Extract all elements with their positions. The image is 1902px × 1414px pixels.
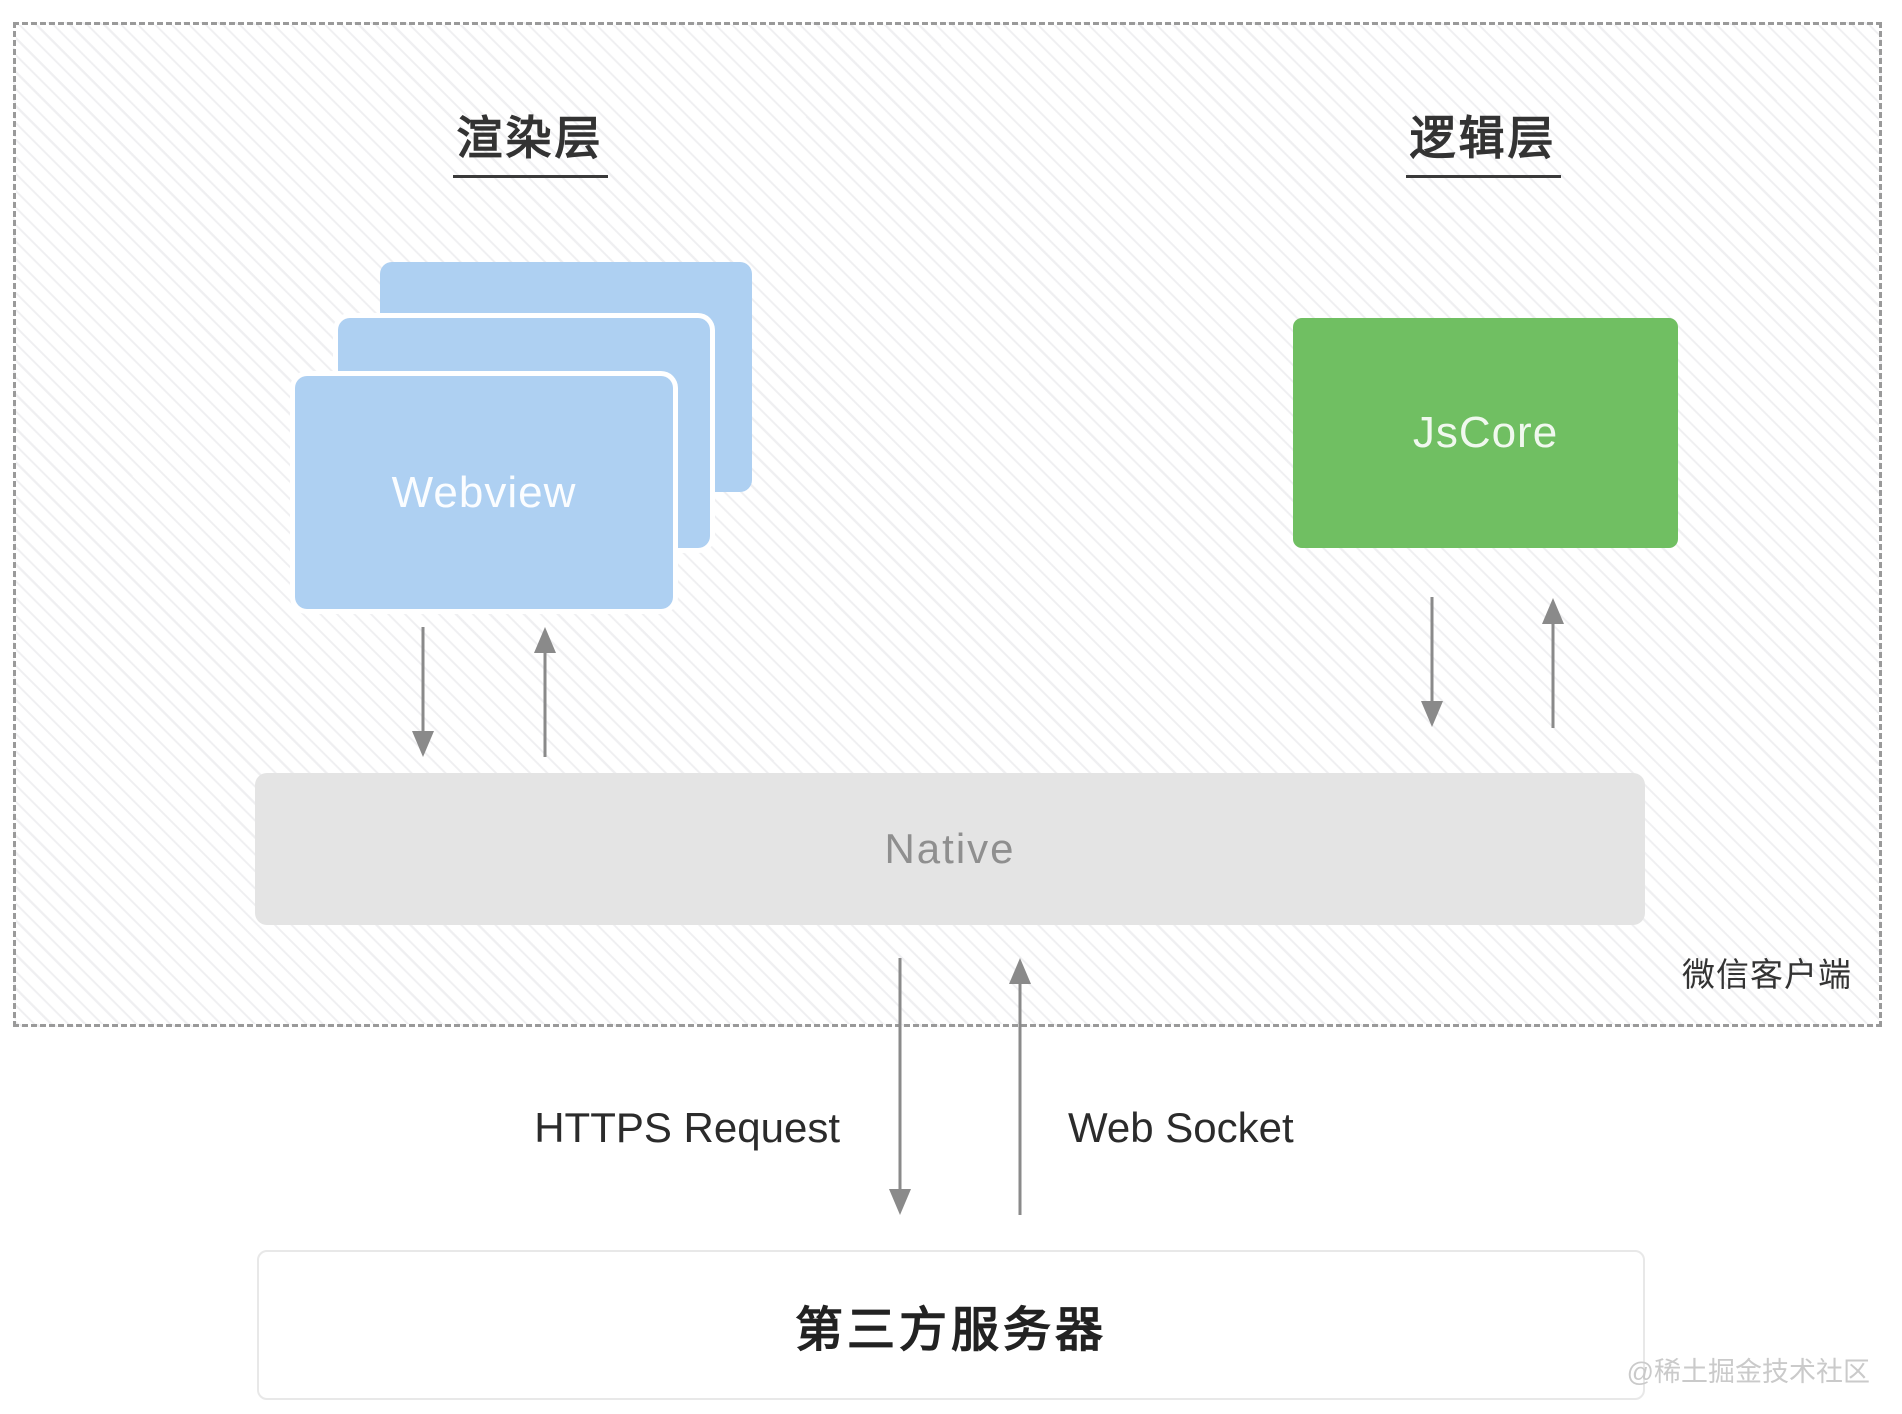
native-to-jscore-arrow-up-icon	[1542, 598, 1564, 728]
webview-label: Webview	[391, 467, 577, 517]
render-layer-title-text: 渲染层	[452, 102, 608, 178]
wechat-client-label: 微信客户端	[1682, 956, 1852, 993]
arrow-head	[889, 1189, 911, 1215]
websocket-label: Web Socket	[1068, 1104, 1294, 1151]
websocket-arrow-up-icon	[1009, 958, 1031, 1215]
webview-node: Webview	[295, 376, 673, 609]
https-request-arrow-down-icon	[889, 958, 911, 1215]
jscore-to-native-arrow-down-icon	[1421, 597, 1443, 727]
native-to-webview-arrow-up-icon	[534, 627, 556, 757]
arrow-head	[534, 627, 556, 653]
jscore-label: JsCore	[1412, 408, 1559, 457]
third-party-server-node: 第三方服务器	[257, 1250, 1645, 1400]
juejin-watermark: @稀土掘金技术社区	[1626, 1357, 1870, 1387]
third-party-server-label: 第三方服务器	[794, 1304, 1107, 1357]
arrow-head	[1009, 958, 1031, 984]
logic-layer-title-text: 逻辑层	[1405, 102, 1561, 178]
https-request-label: HTTPS Request	[534, 1104, 840, 1151]
native-label: Native	[884, 825, 1016, 872]
arrow-head	[1542, 598, 1564, 624]
arrow-head	[412, 731, 434, 757]
render-layer-title: 渲染层	[330, 102, 730, 178]
arrow-head	[1421, 701, 1443, 727]
native-node: Native	[255, 773, 1645, 925]
logic-layer-title: 逻辑层	[1283, 102, 1683, 178]
webview-to-native-arrow-down-icon	[412, 627, 434, 757]
jscore-node: JsCore	[1293, 318, 1678, 548]
